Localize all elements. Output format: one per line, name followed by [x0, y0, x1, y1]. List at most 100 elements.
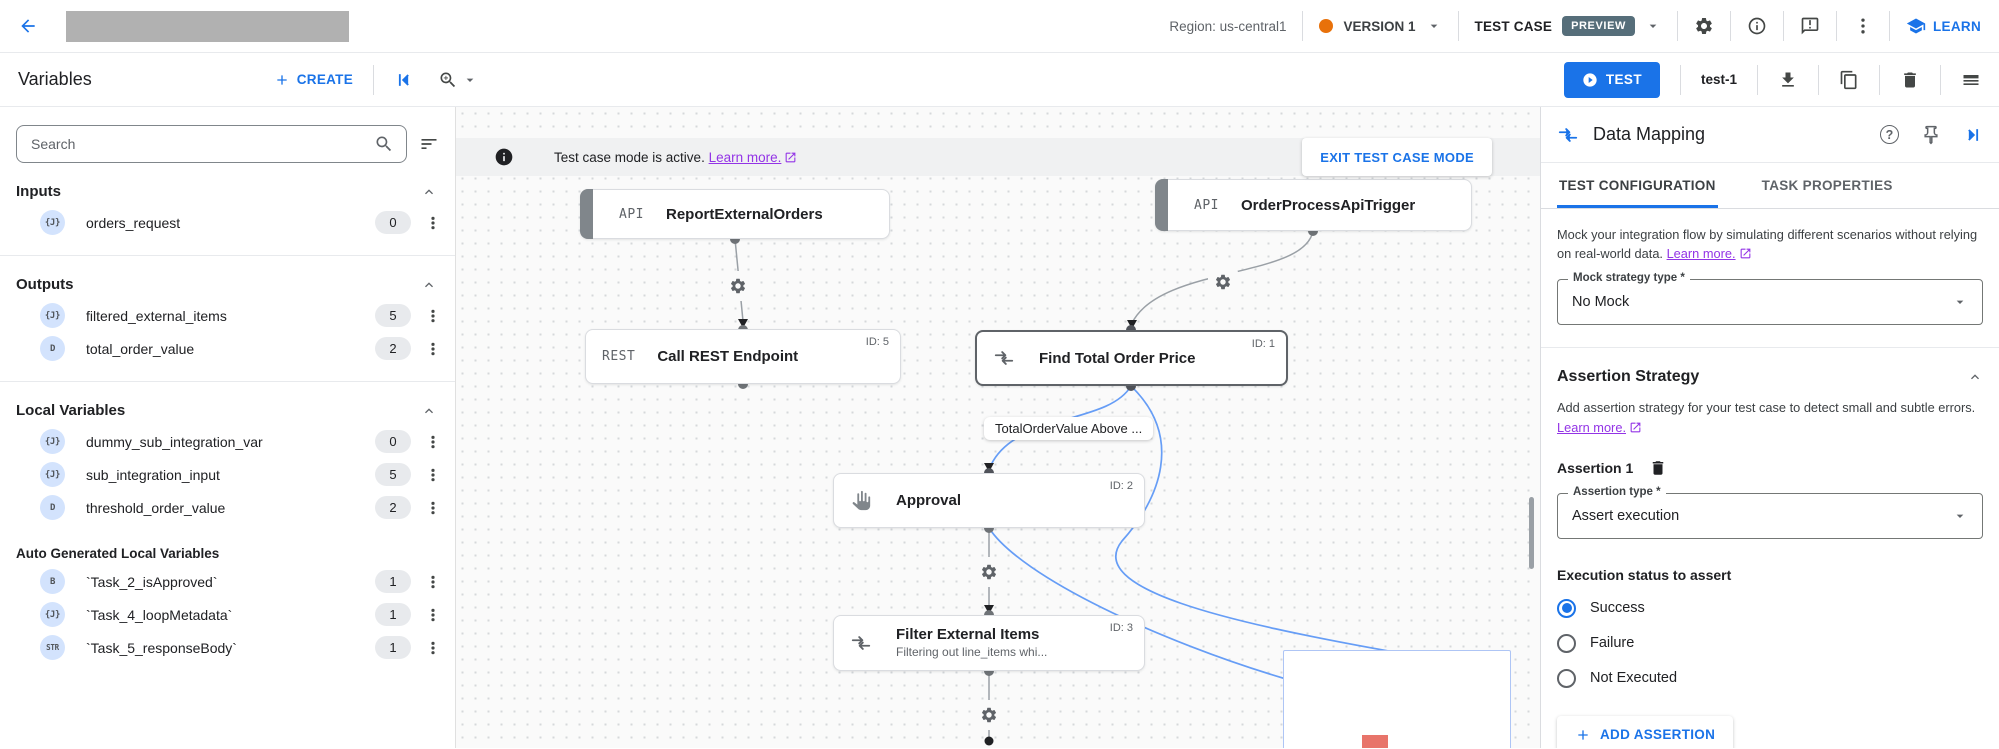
more-vert-icon[interactable]	[425, 607, 441, 623]
more-vert-icon[interactable]	[425, 574, 441, 590]
exit-test-case-mode-button[interactable]: EXIT TEST CASE MODE	[1302, 138, 1492, 176]
more-vert-icon[interactable]	[425, 434, 441, 450]
variable-row-dummy-sub-integration-var[interactable]: {J} dummy_sub_integration_var 0	[0, 425, 455, 458]
create-variable-button[interactable]: CREATE	[274, 72, 353, 88]
radio-success[interactable]: Success	[1557, 598, 1983, 618]
assertion-description: Add assertion strategy for your test cas…	[1557, 400, 1976, 435]
test-button[interactable]: TEST	[1563, 61, 1660, 98]
variable-name: filtered_external_items	[86, 307, 227, 324]
variable-row-threshold-order-value[interactable]: D threshold_order_value 2	[0, 491, 455, 524]
external-link-icon	[786, 152, 796, 162]
assertion-strategy-header[interactable]: Assertion Strategy	[1557, 368, 1983, 386]
version-status-dot	[1319, 19, 1334, 33]
flow-canvas[interactable]: Test case mode is active. Learn more. EX…	[456, 107, 1540, 748]
node-order-process-api-trigger[interactable]: API OrderProcessApiTrigger	[1155, 179, 1472, 231]
edge-condition-label[interactable]: TotalOrderValue Above ...	[984, 417, 1154, 440]
more-vert-icon[interactable]	[425, 341, 441, 357]
variable-type-badge: {J}	[40, 303, 65, 328]
node-title: Approval	[896, 492, 962, 509]
list-menu-icon[interactable]	[1961, 70, 1981, 90]
collapse-panel-icon[interactable]	[1963, 125, 1983, 145]
node-id-label: ID: 1	[1251, 338, 1275, 350]
sort-icon[interactable]	[419, 134, 439, 154]
data-mapping-icon	[851, 636, 871, 650]
help-icon[interactable]: ?	[1880, 125, 1899, 144]
node-filter-external-items[interactable]: Filter External Items Filtering out line…	[833, 615, 1145, 671]
learn-more-link[interactable]: Learn more.	[1557, 419, 1626, 435]
zoom-in-icon	[440, 72, 456, 87]
version-selector[interactable]: VERSION 1	[1319, 18, 1441, 34]
section-header-local-variables[interactable]: Local Variables	[0, 382, 455, 425]
radio-button[interactable]	[1557, 633, 1576, 653]
variable-row-task4-loopmetadata[interactable]: {J} `Task_4_loopMetadata` 1	[0, 598, 455, 631]
canvas-scrollbar[interactable]	[1529, 497, 1534, 569]
variable-row-filtered-external-items[interactable]: {J} filtered_external_items 5	[0, 299, 455, 332]
variable-row-task2-isapproved[interactable]: B `Task_2_isApproved` 1	[0, 565, 455, 598]
learn-button[interactable]: LEARN	[1906, 16, 1981, 36]
more-vert-icon[interactable]	[1853, 16, 1873, 36]
edge-gear-icon[interactable]	[974, 557, 1004, 587]
learn-more-link[interactable]: Learn more.	[708, 149, 782, 165]
feedback-icon[interactable]	[1800, 16, 1820, 36]
copy-icon[interactable]	[1839, 70, 1859, 90]
region-label: Region: us-central1	[1169, 18, 1287, 34]
radio-not-executed[interactable]: Not Executed	[1557, 668, 1983, 688]
chevron-up-icon[interactable]	[421, 184, 437, 200]
delete-icon[interactable]	[1900, 70, 1920, 90]
node-call-rest-endpoint[interactable]: REST Call REST Endpoint ID: 5	[585, 329, 901, 384]
section-header-outputs[interactable]: Outputs	[0, 256, 455, 299]
radio-failure[interactable]: Failure	[1557, 633, 1983, 653]
pin-icon[interactable]	[1921, 125, 1941, 145]
node-placeholder-box[interactable]	[1283, 650, 1511, 748]
edge-gear-icon[interactable]	[974, 700, 1004, 730]
settings-gear-icon[interactable]	[1694, 16, 1714, 36]
delete-assertion-icon[interactable]	[1649, 459, 1667, 477]
more-vert-icon[interactable]	[425, 500, 441, 516]
chevron-up-icon[interactable]	[421, 403, 437, 419]
info-icon[interactable]	[1747, 16, 1767, 36]
top-bar: Region: us-central1 VERSION 1 TEST CASE …	[0, 0, 1999, 53]
add-assertion-button[interactable]: ADD ASSERTION	[1557, 715, 1734, 748]
chevron-down-icon	[1430, 24, 1437, 28]
radio-button[interactable]	[1557, 668, 1576, 688]
variable-row-sub-integration-input[interactable]: {J} sub_integration_input 5	[0, 458, 455, 491]
edge-gear-icon[interactable]	[1208, 267, 1238, 297]
more-vert-icon[interactable]	[425, 308, 441, 324]
variable-row-orders-request[interactable]: {J} orders_request 0	[0, 206, 455, 239]
variable-row-total-order-value[interactable]: D total_order_value 2	[0, 332, 455, 365]
variable-name: `Task_2_isApproved`	[86, 573, 218, 590]
section-header-inputs[interactable]: Inputs	[0, 163, 455, 206]
chevron-up-icon[interactable]	[1967, 369, 1983, 385]
node-find-total-order-price[interactable]: Find Total Order Price ID: 1	[975, 330, 1288, 386]
node-approval[interactable]: Approval ID: 2	[833, 473, 1145, 528]
variable-count-badge: 5	[375, 304, 411, 327]
variable-type-badge: D	[40, 495, 65, 520]
collapse-sidebar-icon[interactable]	[394, 70, 414, 90]
variable-type-badge: D	[40, 336, 65, 361]
radio-button-checked[interactable]	[1557, 598, 1576, 618]
more-vert-icon[interactable]	[425, 467, 441, 483]
more-vert-icon[interactable]	[425, 215, 441, 231]
tab-test-configuration[interactable]: TEST CONFIGURATION	[1557, 163, 1718, 208]
learn-more-link[interactable]: Learn more.	[1666, 246, 1736, 262]
back-arrow-icon[interactable]	[18, 16, 38, 36]
variable-row-task5-responsebody[interactable]: STR `Task_5_responseBody` 1	[0, 631, 455, 664]
zoom-control[interactable]	[438, 70, 478, 90]
create-label: CREATE	[296, 72, 354, 87]
mock-strategy-select[interactable]: Mock strategy type * No Mock	[1557, 272, 1983, 326]
more-vert-icon[interactable]	[425, 640, 441, 656]
assertion-type-select[interactable]: Assertion type * Assert execution	[1557, 485, 1983, 539]
test-case-name: test-1	[1700, 72, 1737, 87]
test-case-indicator[interactable]: TEST CASE PREVIEW	[1475, 16, 1662, 36]
search-input[interactable]	[29, 135, 374, 153]
tab-task-properties[interactable]: TASK PROPERTIES	[1761, 178, 1893, 193]
chevron-up-icon[interactable]	[421, 277, 437, 293]
node-report-external-orders[interactable]: API ReportExternalOrders	[580, 189, 890, 239]
node-type-label: API	[619, 206, 644, 222]
section-header-auto-generated: Auto Generated Local Variables	[16, 546, 220, 561]
panel-header: Data Mapping ?	[1541, 107, 1999, 163]
section-title: Outputs	[16, 276, 74, 293]
edge-gear-icon[interactable]	[723, 271, 753, 301]
download-icon[interactable]	[1778, 70, 1798, 90]
variable-count-badge: 0	[375, 211, 411, 234]
